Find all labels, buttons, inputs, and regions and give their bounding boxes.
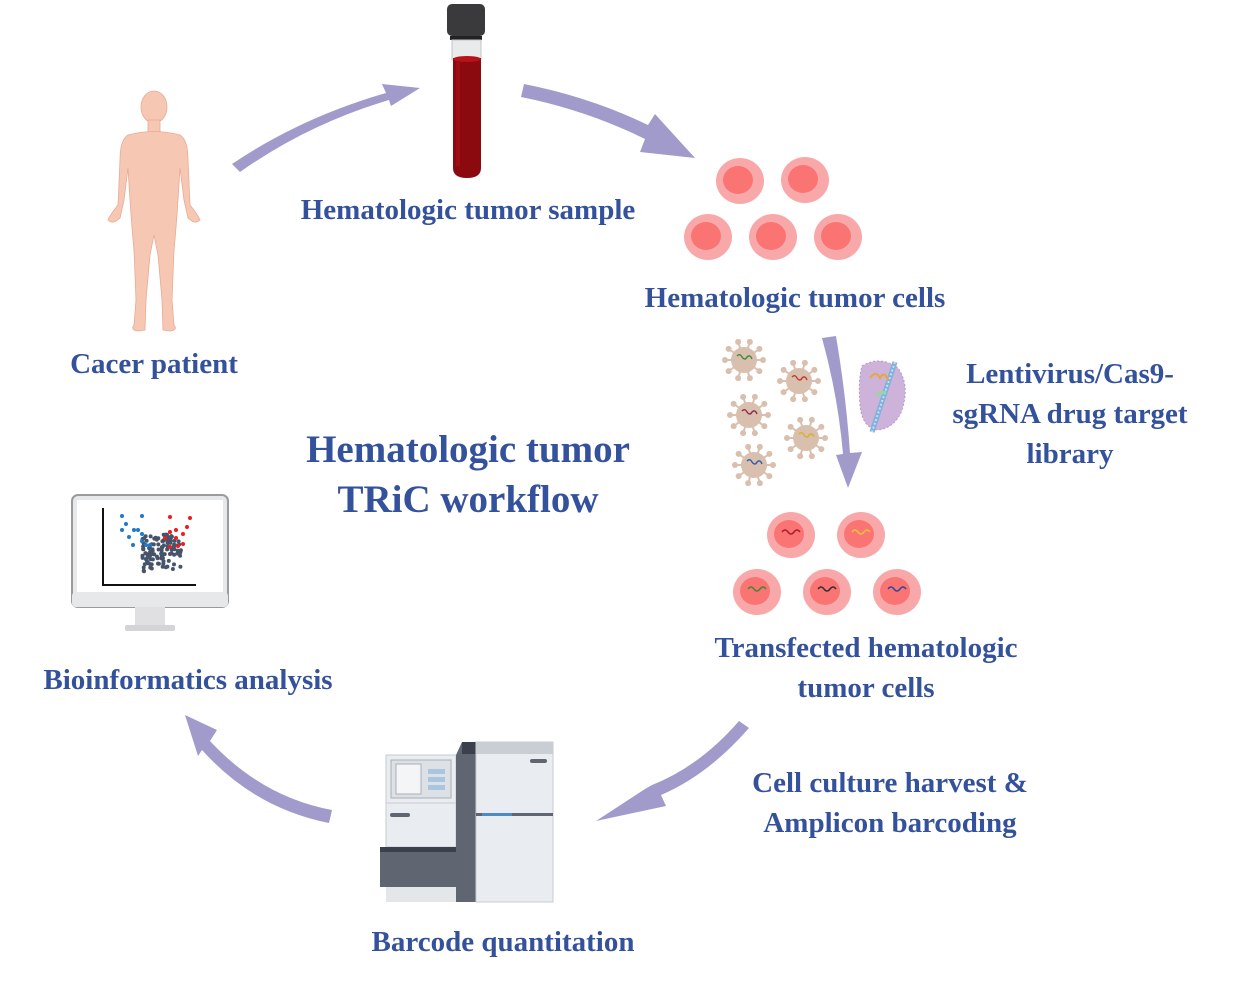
transfected-line-2: tumor cells — [666, 668, 1066, 708]
title-line-1: Hematologic tumor — [268, 426, 668, 474]
step-label-sample: Hematologic tumor sample — [268, 190, 668, 230]
transfected-line-1: Transfected hematologic — [666, 628, 1066, 668]
title-line-2: TRiC workflow — [268, 476, 668, 524]
step-label-patient: Cacer patient — [40, 344, 268, 384]
harvest-line-1: Cell culture harvest & — [710, 763, 1070, 803]
step-label-barcode: Barcode quantitation — [320, 922, 686, 962]
step-label-bioinformatics: Bioinformatics analysis — [10, 660, 366, 700]
library-line-3: library — [920, 434, 1220, 474]
library-line-2: sgRNA drug target — [920, 394, 1220, 434]
library-line-1: Lentivirus/Cas9- — [920, 354, 1220, 394]
step-label-cells: Hematologic tumor cells — [610, 278, 980, 318]
harvest-line-2: Amplicon barcoding — [710, 803, 1070, 843]
